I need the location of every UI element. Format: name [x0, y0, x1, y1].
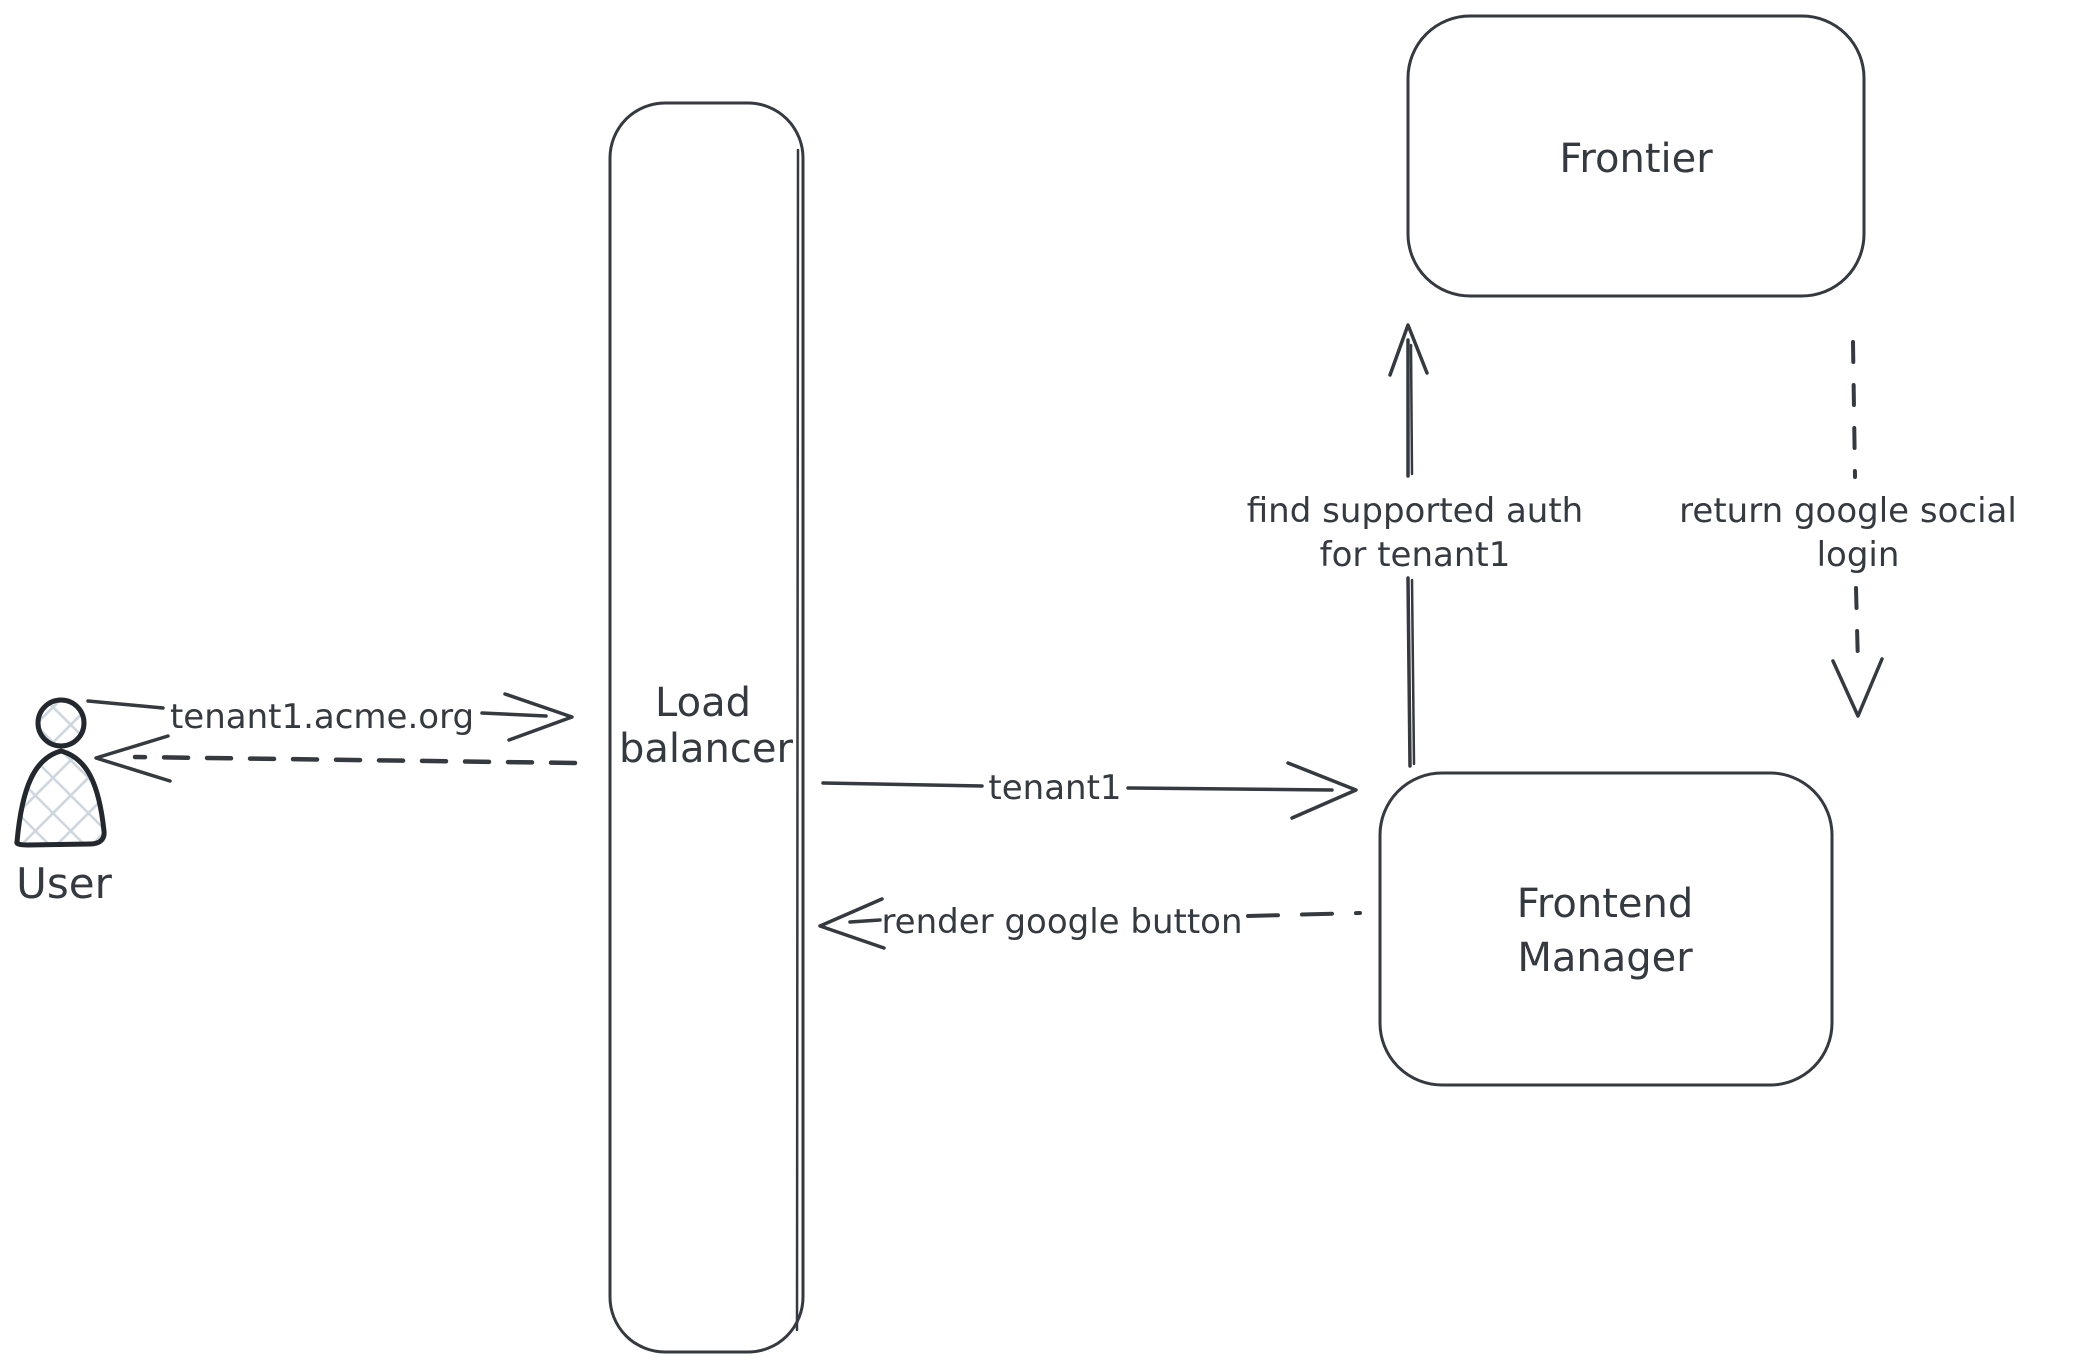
load-balancer-box-overdraw: [795, 148, 800, 1332]
frontier-box: [1406, 14, 1866, 298]
edge-frontier-to-fm-dash-lower: [1854, 586, 1860, 667]
edge-fm-to-lb-dash-start: [848, 918, 882, 924]
edge-fm-to-frontier-shaft-upper-overdraw: [1409, 343, 1414, 476]
edge-user-to-lb-arrowhead: [503, 692, 574, 742]
edge-lb-to-user-line: [132, 754, 578, 766]
frontend-manager-label-line1: Frontend: [1517, 881, 1694, 927]
edge-frontier-to-fm-label-line1: return google social: [1679, 491, 2017, 531]
edge-fm-to-frontier-arrowhead: [1388, 323, 1429, 377]
frontend-manager-label-line2: Manager: [1517, 935, 1693, 981]
load-balancer-label-line1: Load: [655, 680, 751, 726]
edge-user-to-lb-line-right: [480, 711, 548, 718]
frontier-label: Frontier: [1559, 136, 1713, 182]
edge-user-to-lb-line-left: [86, 699, 165, 710]
edge-fm-to-lb-label: render google button: [881, 902, 1242, 942]
edge-fm-to-frontier-label-line2: for tenant1: [1320, 535, 1511, 575]
edge-fm-to-frontier-label-line1: find supported auth: [1247, 491, 1583, 531]
edge-lb-to-fm-line-right: [1126, 786, 1334, 792]
edge-frontier-to-fm-label-line2: login: [1817, 535, 1900, 575]
edge-fm-to-frontier-shaft-lower: [1406, 576, 1412, 768]
load-balancer-box: [608, 101, 805, 1354]
frontend-manager-node: Frontend Manager: [1378, 771, 1834, 1087]
edge-lb-to-user: [94, 734, 578, 783]
edge-fm-to-lb-dash-end: [1246, 911, 1362, 918]
load-balancer-node: Load balancer: [608, 101, 805, 1354]
edge-fm-to-lb-arrowhead: [818, 897, 886, 950]
edge-lb-to-fm-label: tenant1: [988, 768, 1121, 808]
user-body-icon: [14, 748, 107, 848]
load-balancer-label-line2: balancer: [619, 726, 793, 772]
edge-lb-to-fm: tenant1: [821, 761, 1358, 820]
edge-fm-to-frontier-shaft-lower-overdraw: [1410, 578, 1416, 766]
edge-lb-to-fm-line-left: [821, 781, 984, 788]
user-head-icon: [35, 697, 87, 749]
edge-user-to-lb: tenant1.acme.org: [86, 692, 574, 742]
edge-user-to-lb-label: tenant1.acme.org: [170, 697, 474, 737]
edge-fm-to-frontier: find supported auth for tenant1: [1247, 323, 1583, 768]
user-actor: User: [14, 697, 113, 908]
edge-lb-to-user-arrowhead: [94, 734, 172, 783]
edge-frontier-to-fm-dash-upper: [1851, 340, 1857, 479]
user-label: User: [16, 859, 112, 908]
edge-lb-to-fm-arrowhead: [1286, 761, 1358, 820]
edge-fm-to-lb: render google button: [818, 897, 1362, 950]
frontier-node: Frontier: [1406, 14, 1866, 298]
edge-frontier-to-fm: return google social login: [1679, 340, 2017, 718]
frontend-manager-box: [1378, 771, 1834, 1087]
edge-frontier-to-fm-arrowhead: [1831, 657, 1884, 718]
